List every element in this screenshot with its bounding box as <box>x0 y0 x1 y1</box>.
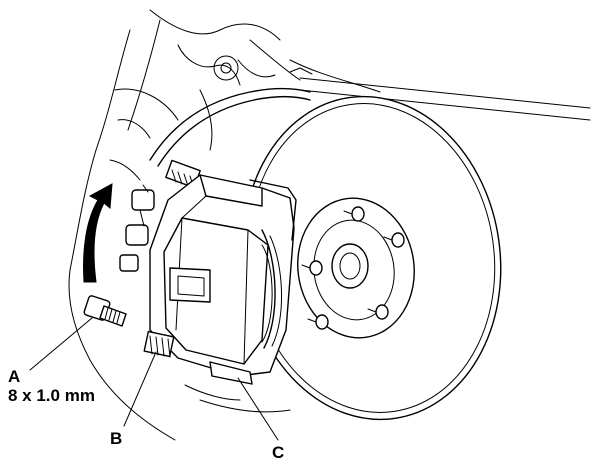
leader-lines <box>29 317 279 441</box>
leader-b <box>123 351 157 427</box>
callout-a-spec: 8 x 1.0 mm <box>8 386 95 405</box>
bolt-a <box>83 295 127 327</box>
callout-b-letter: B <box>110 429 122 448</box>
leader-a <box>29 317 93 371</box>
suspension-background <box>68 9 591 441</box>
pivot-up-arrow-icon <box>83 183 113 283</box>
leader-c <box>237 377 279 441</box>
flange-bolt-b <box>143 330 175 358</box>
brake-disc <box>242 95 502 421</box>
wheel-studs <box>301 206 405 330</box>
callout-a-letter: A <box>8 367 20 386</box>
callout-c-letter: C <box>272 443 284 462</box>
brake-caliper <box>149 174 297 385</box>
